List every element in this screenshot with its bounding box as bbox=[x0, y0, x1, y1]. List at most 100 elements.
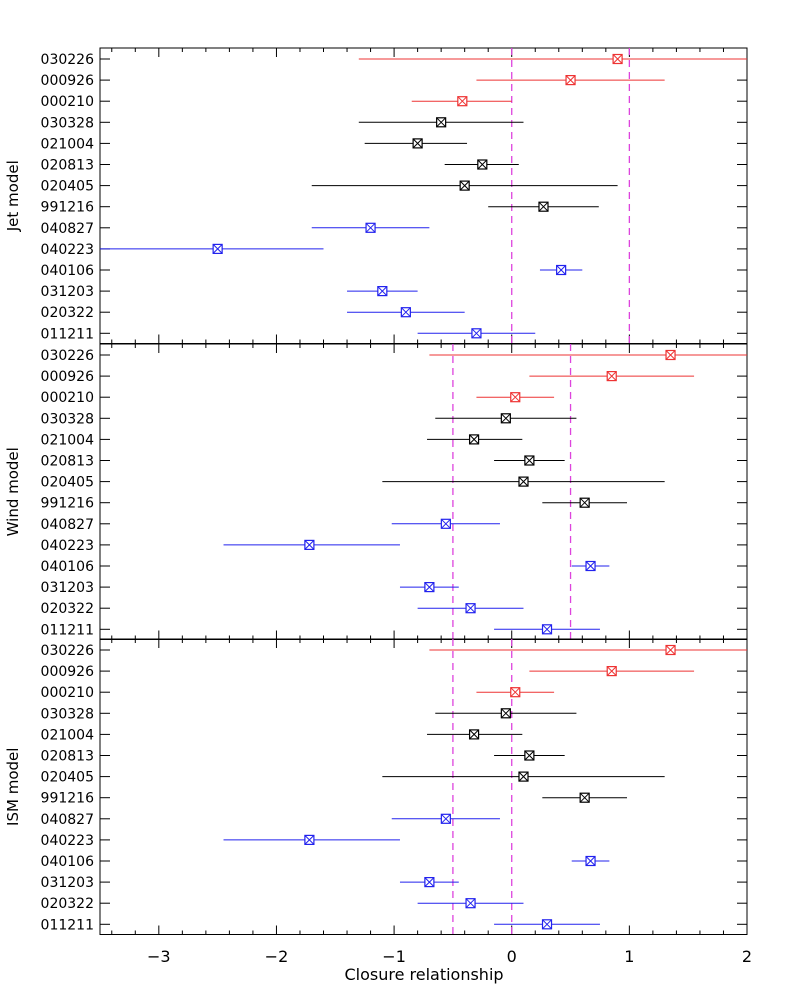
data-point bbox=[468, 434, 480, 445]
grb-label: 040827 bbox=[41, 812, 94, 828]
data-point bbox=[556, 264, 567, 276]
y-axis-label: Jet model bbox=[4, 160, 22, 232]
grb-label: 000926 bbox=[41, 664, 95, 680]
grb-label: 040106 bbox=[41, 263, 95, 279]
grb-label: 030328 bbox=[41, 706, 94, 722]
grb-label: 011211 bbox=[41, 622, 94, 638]
y-axis-label: ISM model bbox=[4, 748, 22, 826]
grb-label: 030226 bbox=[41, 643, 95, 659]
data-point bbox=[665, 644, 676, 656]
data-point bbox=[612, 53, 623, 65]
grb-label: 021004 bbox=[41, 727, 95, 743]
data-point bbox=[524, 750, 535, 761]
grb-label: 991216 bbox=[41, 496, 95, 512]
data-point bbox=[510, 392, 521, 403]
y-axis-label: Wind model bbox=[4, 447, 22, 536]
data-point bbox=[606, 665, 617, 677]
panel-wind: Wind model 030226 000926 000210 030328 021004… bbox=[4, 343, 748, 640]
data-point bbox=[606, 371, 617, 382]
x-tick-label: −1 bbox=[382, 947, 406, 966]
x-tick-labels: −3 −2 −1 0 1 2 bbox=[147, 947, 752, 966]
grb-label: 020322 bbox=[41, 896, 94, 912]
data-point bbox=[579, 497, 590, 508]
grb-label: 030226 bbox=[41, 348, 95, 364]
data-point bbox=[518, 476, 529, 487]
data-point bbox=[412, 138, 423, 149]
data-point bbox=[510, 687, 521, 698]
data-point bbox=[304, 539, 315, 551]
grb-label: 031203 bbox=[41, 580, 94, 596]
grb-label: 031203 bbox=[41, 284, 94, 300]
data-point bbox=[440, 813, 451, 824]
data-point bbox=[579, 792, 590, 803]
x-tick-label: 1 bbox=[624, 947, 634, 966]
x-tick-label: −2 bbox=[265, 947, 289, 966]
grb-label: 040106 bbox=[41, 559, 95, 575]
x-axis-label: Closure relationship bbox=[344, 965, 503, 984]
x-tick-label: 2 bbox=[742, 947, 752, 966]
grb-label: 020813 bbox=[41, 454, 94, 470]
data-point bbox=[477, 159, 488, 170]
data-point bbox=[212, 243, 223, 254]
data-point bbox=[424, 876, 435, 888]
grb-label: 040223 bbox=[41, 242, 94, 258]
grb-label: 040827 bbox=[41, 517, 94, 533]
data-point bbox=[365, 222, 376, 233]
x-tick-label: −3 bbox=[147, 947, 171, 966]
grb-label: 040223 bbox=[41, 833, 94, 849]
grb-label: 021004 bbox=[41, 432, 95, 448]
x-tick-label: 0 bbox=[507, 947, 517, 966]
grb-label: 000210 bbox=[41, 94, 94, 110]
grb-label: 031203 bbox=[41, 875, 94, 891]
grb-label: 030328 bbox=[41, 115, 94, 131]
data-point bbox=[400, 307, 411, 318]
data-point bbox=[665, 349, 676, 361]
data-point bbox=[500, 413, 511, 424]
grb-label: 020405 bbox=[41, 475, 94, 491]
grb-label: 000210 bbox=[41, 685, 94, 701]
panel-jet: Jet model 030226 000926 000210 030328 021004 0… bbox=[4, 47, 748, 344]
data-point bbox=[436, 117, 447, 128]
grb-label: 021004 bbox=[41, 136, 95, 152]
grb-label: 020322 bbox=[41, 601, 94, 617]
data-point bbox=[465, 898, 476, 909]
grb-label: 000926 bbox=[41, 369, 95, 385]
data-point bbox=[424, 581, 435, 593]
grb-label: 020322 bbox=[41, 305, 94, 321]
data-point bbox=[468, 729, 480, 740]
data-point bbox=[457, 96, 468, 107]
data-point bbox=[524, 455, 535, 466]
grb-label: 030328 bbox=[41, 411, 94, 427]
data-point bbox=[377, 286, 388, 297]
grb-label: 040106 bbox=[41, 854, 95, 870]
grb-label: 020405 bbox=[41, 179, 94, 195]
grb-label: 011211 bbox=[41, 326, 94, 342]
data-point bbox=[459, 180, 470, 191]
grb-label: 020813 bbox=[41, 158, 94, 174]
data-point bbox=[500, 708, 511, 719]
data-point bbox=[465, 603, 476, 614]
panel-ism: ISM model 030226 000926 000210 030328 021004 0… bbox=[4, 638, 748, 935]
grb-label: 011211 bbox=[41, 917, 94, 933]
data-point bbox=[304, 834, 315, 846]
grb-label: 040827 bbox=[41, 221, 94, 237]
data-point bbox=[518, 771, 529, 782]
data-point bbox=[471, 328, 482, 339]
grb-label: 000926 bbox=[41, 73, 95, 89]
grb-label: 020813 bbox=[41, 749, 94, 765]
data-point bbox=[541, 919, 553, 930]
chart-panels: Jet model 030226 000926 000210 030328 021004 0… bbox=[4, 47, 748, 935]
grb-label: 020405 bbox=[41, 770, 94, 786]
grb-label: 000210 bbox=[41, 390, 94, 406]
data-point bbox=[585, 560, 596, 572]
panel-frame bbox=[99, 47, 748, 344]
grb-label: 040223 bbox=[41, 538, 94, 554]
data-point bbox=[541, 624, 553, 635]
grb-label: 991216 bbox=[41, 200, 95, 216]
grb-label: 030226 bbox=[41, 52, 95, 68]
panel-frame bbox=[99, 343, 748, 640]
grb-label: 991216 bbox=[41, 791, 95, 807]
data-point bbox=[538, 201, 549, 212]
panel-frame bbox=[99, 638, 748, 935]
